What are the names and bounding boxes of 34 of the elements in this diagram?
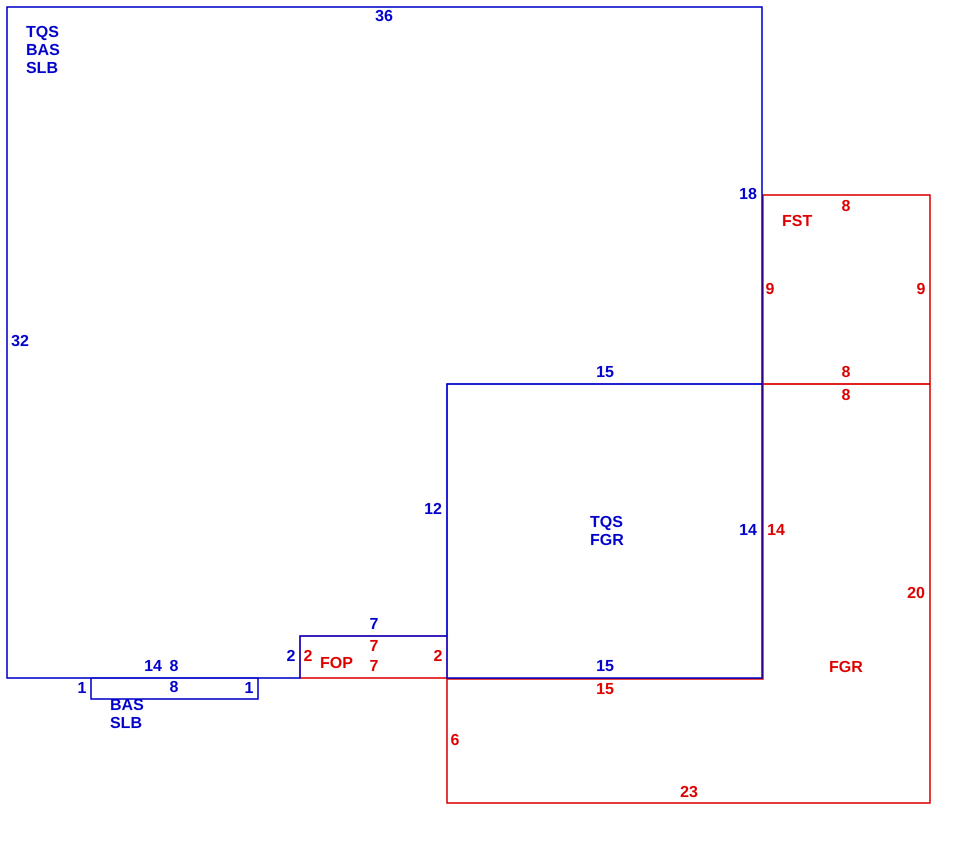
dimension-label: 12: [424, 501, 442, 519]
dimension-label: 8: [842, 364, 850, 382]
dimension-label: 2: [304, 648, 312, 666]
area-code-label: TQS FGR: [590, 514, 624, 550]
dimension-label: 15: [596, 681, 614, 699]
dimension-label: 9: [916, 281, 926, 299]
dimension-label: 8: [170, 658, 178, 676]
dimension-label: 9: [766, 281, 774, 299]
area-code-label: TQS BAS SLB: [26, 24, 60, 78]
dimension-label: 7: [370, 638, 378, 656]
area-code-label: FGR: [829, 659, 863, 677]
dimension-label: 20: [907, 585, 925, 603]
dimension-label: 23: [680, 784, 698, 802]
dimension-label: 14: [739, 522, 757, 540]
dimension-label: 15: [596, 364, 614, 382]
dimension-label: 8: [842, 198, 850, 216]
area-code-label: FST: [782, 213, 812, 231]
dimension-label: 7: [370, 658, 378, 676]
area-code-label: FOP: [320, 655, 353, 673]
dimension-label: 6: [450, 732, 460, 750]
dimension-label: 36: [375, 8, 393, 26]
dimension-label: 32: [11, 333, 29, 351]
dimension-label: 1: [78, 680, 86, 698]
dimension-label: 8: [842, 387, 850, 405]
dimension-label: 14: [767, 522, 785, 540]
area-code-label: BAS SLB: [110, 697, 144, 733]
dimension-label: 15: [596, 658, 614, 676]
dimension-label: 2: [286, 648, 296, 666]
dimension-label: 18: [739, 186, 757, 204]
dimension-label: 8: [170, 679, 178, 697]
dimension-label: 1: [244, 680, 254, 698]
dimension-label: 7: [370, 616, 378, 634]
dimension-label: 14: [144, 658, 162, 676]
dimension-label: 2: [434, 648, 442, 666]
